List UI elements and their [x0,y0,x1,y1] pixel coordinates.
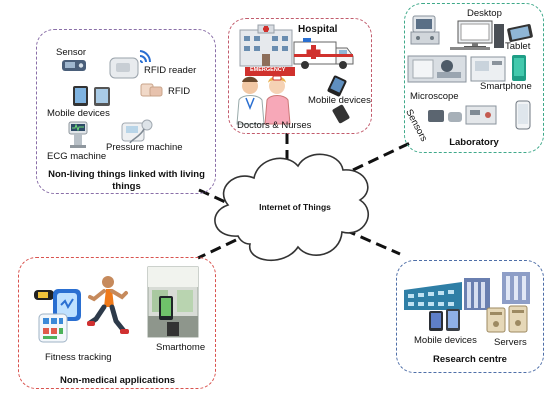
laboratory-panel [404,3,544,153]
cloud-label: Internet of Things [259,202,331,212]
tablet-device-icon [332,104,350,124]
hospital-mobile-icon [327,75,347,97]
lab-sensor-devices-icon [428,105,497,125]
servers-icon [486,305,528,333]
nonmedical-panel [18,257,216,389]
smarthome-icon [147,266,199,338]
fitness-display-icon [53,289,81,321]
doctors-label: Doctors & Nurses [237,120,312,131]
fitness-label: Fitness tracking [45,352,112,363]
connector-research [344,228,401,256]
microscope-icon [407,55,467,83]
fitness-watch-icon [34,290,54,300]
lab-phone-icon [515,100,531,130]
tablet-icon [507,24,533,42]
rfid-label: RFID [168,86,191,97]
research-building-icon [404,278,490,310]
research-mobile-label: Mobile devices [414,335,477,346]
emergency-sign-label: EMERGENCY [250,67,286,73]
analyzer-icon [470,56,506,82]
nonliving-panel [36,29,216,194]
nonliving-title: Non-living things linked with living thi… [48,169,205,192]
connector-nonmedical [197,238,237,260]
mobile-devices-icon [73,86,110,106]
desktop-label: Desktop [467,8,502,19]
nonmedical-title: Non-medical applications [59,375,176,386]
smartphone-label: Smartphone [480,81,532,92]
rfid-reader-icon [109,50,152,79]
runner-icon [87,276,129,334]
cloud-shape [214,153,370,261]
desktop-icon [450,20,504,50]
servers-label: Servers [494,337,527,348]
fitness-app-icon [38,313,68,343]
tablet-label: Tablet [505,41,531,52]
laboratory-title: Laboratory [449,137,499,148]
ecg-machine-icon [68,121,88,148]
research-title: Research centre [433,354,507,365]
connector-laboratory [352,141,411,172]
microscope-label: Microscope [410,91,459,102]
pressure-label: Pressure machine [106,142,183,153]
hospital-mobile-label: Mobile devices [308,95,371,106]
sensor-label: Sensor [56,47,87,58]
smarthome-label: Smarthome [156,342,206,353]
research-mobile-icon [429,309,460,331]
sensor-icon [62,60,86,71]
emergency-sign-icon [245,67,295,76]
rfid-reader-label: RFID reader [144,65,197,76]
research-tower-icon [502,272,530,304]
ambulance-icon [293,38,354,69]
doctors-nurses-icon [236,75,291,125]
nonliving-mobile-label: Mobile devices [47,108,110,119]
hospital-building-icon [239,24,293,67]
rfid-tag-icon [140,83,163,97]
hospital-panel [228,18,372,134]
hospital-title: Hospital [298,24,338,35]
lab-equipment-icon [410,15,440,45]
research-panel [396,260,544,373]
pressure-machine-icon [121,119,153,144]
smartphone-icon [512,55,526,81]
ecg-label: ECG machine [47,151,107,162]
